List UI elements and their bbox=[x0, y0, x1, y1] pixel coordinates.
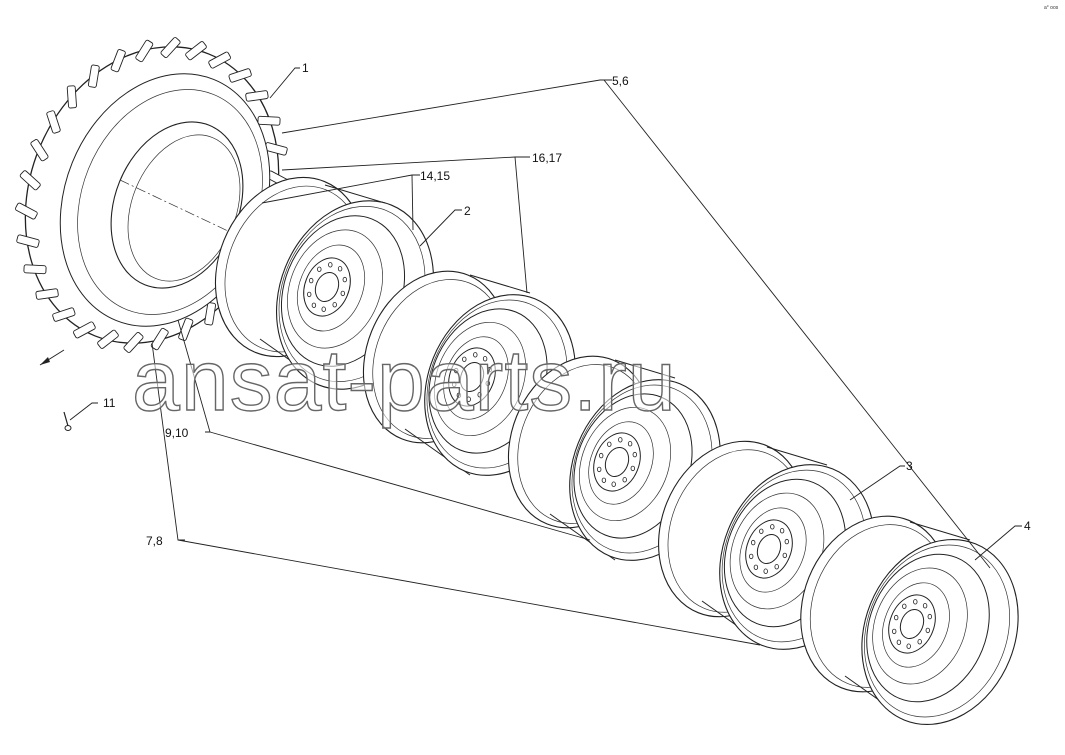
watermark-text: ansat-parts.ru bbox=[132, 333, 677, 429]
bolt-hole bbox=[763, 568, 768, 574]
bolt-hole bbox=[784, 538, 789, 545]
bolt-hole bbox=[782, 552, 787, 559]
bolt-hole bbox=[630, 465, 635, 472]
bolt-hole bbox=[906, 643, 911, 649]
bolt-hole bbox=[328, 262, 333, 268]
callout-1: 1 bbox=[302, 61, 309, 75]
callout-11: 11 bbox=[103, 396, 116, 410]
tread-lug bbox=[30, 139, 49, 162]
bolt-hole bbox=[618, 437, 623, 443]
callout-2: 2 bbox=[464, 204, 471, 218]
bolt-hole bbox=[759, 528, 764, 534]
bolt-hole bbox=[337, 266, 343, 272]
bolt-hole bbox=[317, 266, 322, 272]
bolt-hole bbox=[913, 599, 918, 605]
bolt-hole bbox=[902, 603, 907, 609]
tread-lug bbox=[135, 39, 154, 63]
callout-7-8: 7,8 bbox=[146, 534, 163, 548]
bolt-hole bbox=[601, 477, 607, 483]
bolt-hole bbox=[452, 381, 457, 388]
bolt-hole bbox=[307, 291, 312, 298]
tread-lug bbox=[16, 234, 40, 248]
bolt-hole bbox=[482, 356, 488, 362]
tread-lug bbox=[204, 302, 217, 326]
bolt-hole bbox=[485, 380, 490, 387]
bolt-hole bbox=[751, 539, 756, 546]
bolt-hole bbox=[753, 564, 759, 570]
tread-lug bbox=[110, 49, 126, 73]
direction-arrow-icon bbox=[39, 349, 65, 366]
leader-lines bbox=[69, 67, 1022, 646]
bolt-hole bbox=[332, 302, 337, 308]
callout-4: 4 bbox=[1024, 519, 1031, 533]
tread-lug bbox=[257, 115, 281, 126]
tread-lug bbox=[66, 85, 77, 109]
bolt-hole bbox=[607, 441, 612, 447]
tread-lug bbox=[87, 64, 100, 88]
bolt-hole bbox=[627, 441, 633, 447]
bolt-hole bbox=[454, 367, 459, 374]
valve-stem-icon bbox=[63, 411, 72, 431]
bolt-hole bbox=[477, 392, 482, 398]
tread-lug bbox=[15, 202, 38, 220]
tread-lug bbox=[19, 170, 41, 191]
bolt-hole bbox=[340, 290, 345, 297]
bolt-hole bbox=[599, 452, 604, 459]
bolt-hole bbox=[749, 553, 754, 560]
bolt-hole bbox=[770, 524, 775, 530]
bolt-hole bbox=[632, 451, 637, 458]
bolt-hole bbox=[462, 356, 467, 362]
bolt-hole bbox=[487, 366, 492, 373]
bolt-hole bbox=[896, 639, 902, 645]
tread-lug bbox=[160, 37, 181, 58]
bolt-hole bbox=[925, 627, 930, 634]
bolt-hole bbox=[922, 603, 928, 609]
tread-lug bbox=[228, 68, 252, 83]
bolt-hole bbox=[342, 276, 347, 283]
bolt-hole bbox=[927, 613, 932, 620]
bolt-hole bbox=[622, 477, 627, 483]
tread-lug bbox=[208, 51, 231, 69]
bolt-hole bbox=[779, 528, 785, 534]
callout-3: 3 bbox=[906, 459, 913, 473]
tread-lug bbox=[185, 41, 207, 61]
bolt-hole bbox=[456, 392, 462, 398]
bolt-hole bbox=[309, 277, 314, 284]
tread-lug bbox=[35, 288, 59, 300]
tread-lug bbox=[46, 110, 61, 134]
bolt-hole bbox=[473, 352, 478, 358]
bolt-hole bbox=[311, 302, 317, 308]
tread-lug bbox=[245, 90, 269, 102]
tread-lug bbox=[150, 327, 169, 351]
corner-mark: a° oos bbox=[1044, 5, 1059, 11]
rim bbox=[362, 270, 576, 476]
bolt-hole bbox=[597, 466, 602, 473]
bolt-hole bbox=[774, 564, 779, 570]
callout-5-6: 5,6 bbox=[612, 74, 629, 88]
callout-16-17: 16,17 bbox=[532, 151, 562, 165]
bolt-hole bbox=[321, 306, 326, 312]
bolt-hole bbox=[894, 614, 899, 621]
bolt-hole bbox=[466, 396, 471, 402]
tread-lug bbox=[123, 332, 144, 353]
tread-lug bbox=[97, 329, 119, 349]
bolt-hole bbox=[917, 639, 922, 645]
rims bbox=[214, 176, 1019, 726]
callout-9-10: 9,10 bbox=[165, 426, 189, 440]
tread-lug bbox=[23, 264, 47, 275]
tread-lug bbox=[73, 321, 96, 339]
tire bbox=[15, 37, 301, 353]
callout-14-15: 14,15 bbox=[420, 169, 450, 183]
bolt-hole bbox=[611, 481, 616, 487]
tread-lug bbox=[52, 307, 76, 322]
rim bbox=[800, 515, 1019, 726]
bolt-hole bbox=[892, 628, 897, 635]
